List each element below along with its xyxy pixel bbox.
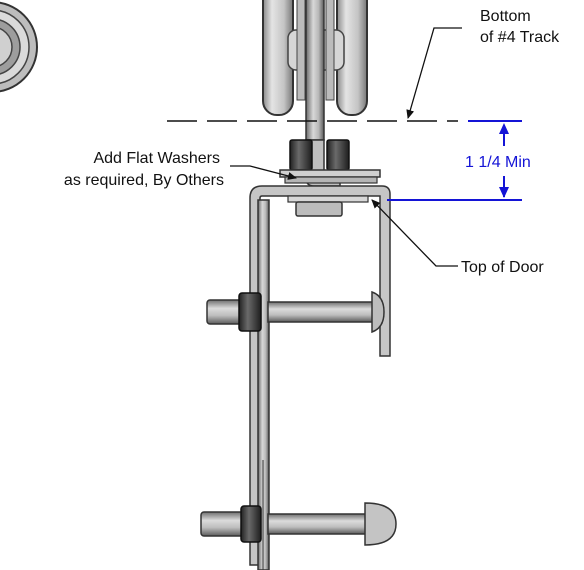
door-face-plate [257,199,270,570]
door-top-label: Top of Door [461,259,544,276]
upper-bolt [206,290,385,334]
washer-leader [230,165,297,180]
lower-carriage-bolt [200,502,397,546]
stem-nuts [289,139,350,171]
leader-lines [230,27,462,267]
track-label-line2: of #4 Track [480,29,560,46]
track-label-line1: Bottom [480,8,531,25]
dimension-label: 1 1/4 Min [465,154,531,171]
door-leader [371,199,458,267]
flat-washers [279,169,381,184]
side-roller-wheel [0,1,38,93]
dimension-lines [387,120,522,201]
door-bracket [249,185,391,566]
washer-label-line2: as required, By Others [64,172,224,189]
track-leader [406,27,462,119]
washer-label-line1: Add Flat Washers [93,150,220,167]
